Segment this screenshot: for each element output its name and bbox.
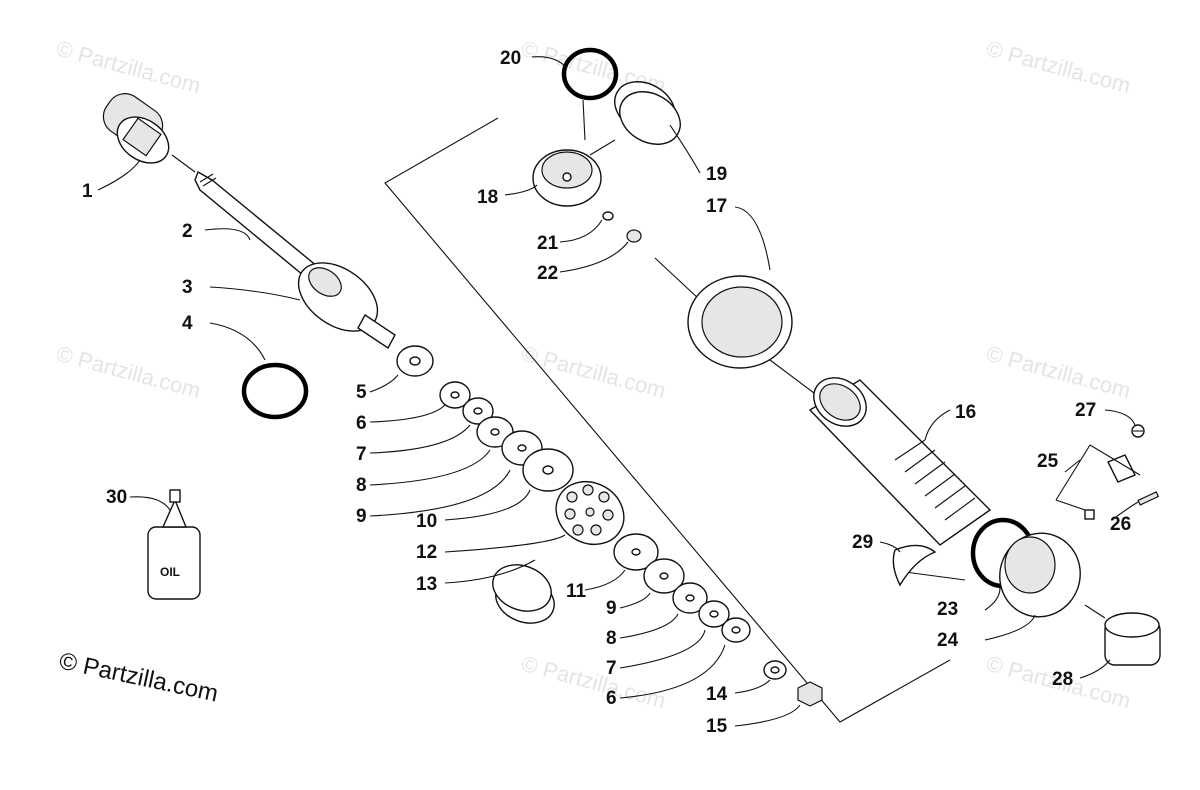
part-valve	[626, 229, 642, 243]
part-screw	[1131, 424, 1145, 438]
label-part-6: 6	[356, 413, 367, 434]
label-part-2: 2	[182, 221, 193, 242]
label-part-19: 19	[706, 164, 727, 185]
assembly-bracket	[384, 117, 951, 723]
oil-bottle-label: OIL	[160, 565, 180, 579]
copyright-notice: © Partzilla.com	[57, 647, 221, 707]
label-part-20: 20	[500, 48, 521, 69]
label-part-22: 22	[537, 263, 558, 284]
label-part-27: 27	[1075, 400, 1096, 421]
part-pin	[1137, 491, 1160, 506]
label-part-21: 21	[537, 233, 559, 254]
part-band-19	[614, 81, 681, 145]
label-part-26: 26	[1110, 514, 1131, 535]
watermark: © Partzilla.com	[54, 341, 204, 404]
label-part-16: 16	[955, 402, 976, 423]
label-part-17: 17	[706, 196, 727, 217]
label-part-23: 23	[937, 599, 958, 620]
label-part-7-lower: 7	[606, 658, 617, 679]
label-part-25: 25	[1037, 451, 1059, 472]
label-part-11: 11	[566, 581, 587, 602]
label-part-9-lower: 9	[606, 598, 617, 619]
part-bushing	[1104, 612, 1161, 666]
label-part-8-lower: 8	[606, 628, 617, 649]
part-body-base	[999, 532, 1081, 618]
part-shaft-housing	[297, 262, 396, 350]
label-part-8: 8	[356, 475, 367, 496]
watermark: © Partzilla.com	[984, 341, 1134, 404]
label-part-5: 5	[356, 382, 367, 403]
label-part-10: 10	[416, 511, 437, 532]
label-part-30: 30	[106, 487, 127, 508]
label-part-14: 14	[706, 684, 728, 705]
part-clip	[892, 544, 937, 587]
part-o-ring-top	[561, 47, 619, 101]
watermark: © Partzilla.com	[54, 36, 204, 99]
label-part-15: 15	[706, 716, 728, 737]
label-part-18: 18	[477, 187, 498, 208]
label-part-4: 4	[182, 313, 193, 334]
part-small-oring	[602, 211, 614, 221]
watermark: © Partzilla.com	[984, 36, 1134, 99]
part-o-ring-large	[241, 362, 309, 420]
watermark: © Partzilla.com	[519, 341, 669, 404]
part-piston-band	[492, 564, 555, 624]
part-spring-collar	[687, 275, 793, 369]
washer-stack-lower	[613, 533, 823, 707]
label-part-1: 1	[82, 181, 93, 202]
label-part-28: 28	[1052, 669, 1073, 690]
label-part-3: 3	[182, 277, 193, 298]
part-shock-body	[808, 377, 992, 546]
label-part-6-lower: 6	[606, 688, 617, 709]
label-part-24: 24	[937, 630, 959, 651]
part-oil-bottle: OIL	[147, 489, 201, 600]
leader-lines	[97, 56, 1139, 727]
label-part-13: 13	[416, 574, 437, 595]
watermarks: © Partzilla.com © Partzilla.com © Partzi…	[54, 36, 1134, 714]
washer-stack-upper	[396, 345, 574, 492]
label-part-7: 7	[356, 444, 367, 465]
label-part-29: 29	[852, 532, 873, 553]
part-eyelet	[102, 93, 170, 164]
label-part-12: 12	[416, 542, 437, 563]
part-piston	[555, 480, 625, 546]
part-reservoir-cap	[532, 149, 602, 207]
label-part-9: 9	[356, 506, 367, 527]
part-valve-assembly	[1055, 444, 1141, 520]
part-labels: 1 2 3 4 5 6 7 8 9 10 12 13 11 9 8 7 6 14…	[82, 48, 1131, 737]
watermark: © Partzilla.com	[519, 651, 669, 714]
